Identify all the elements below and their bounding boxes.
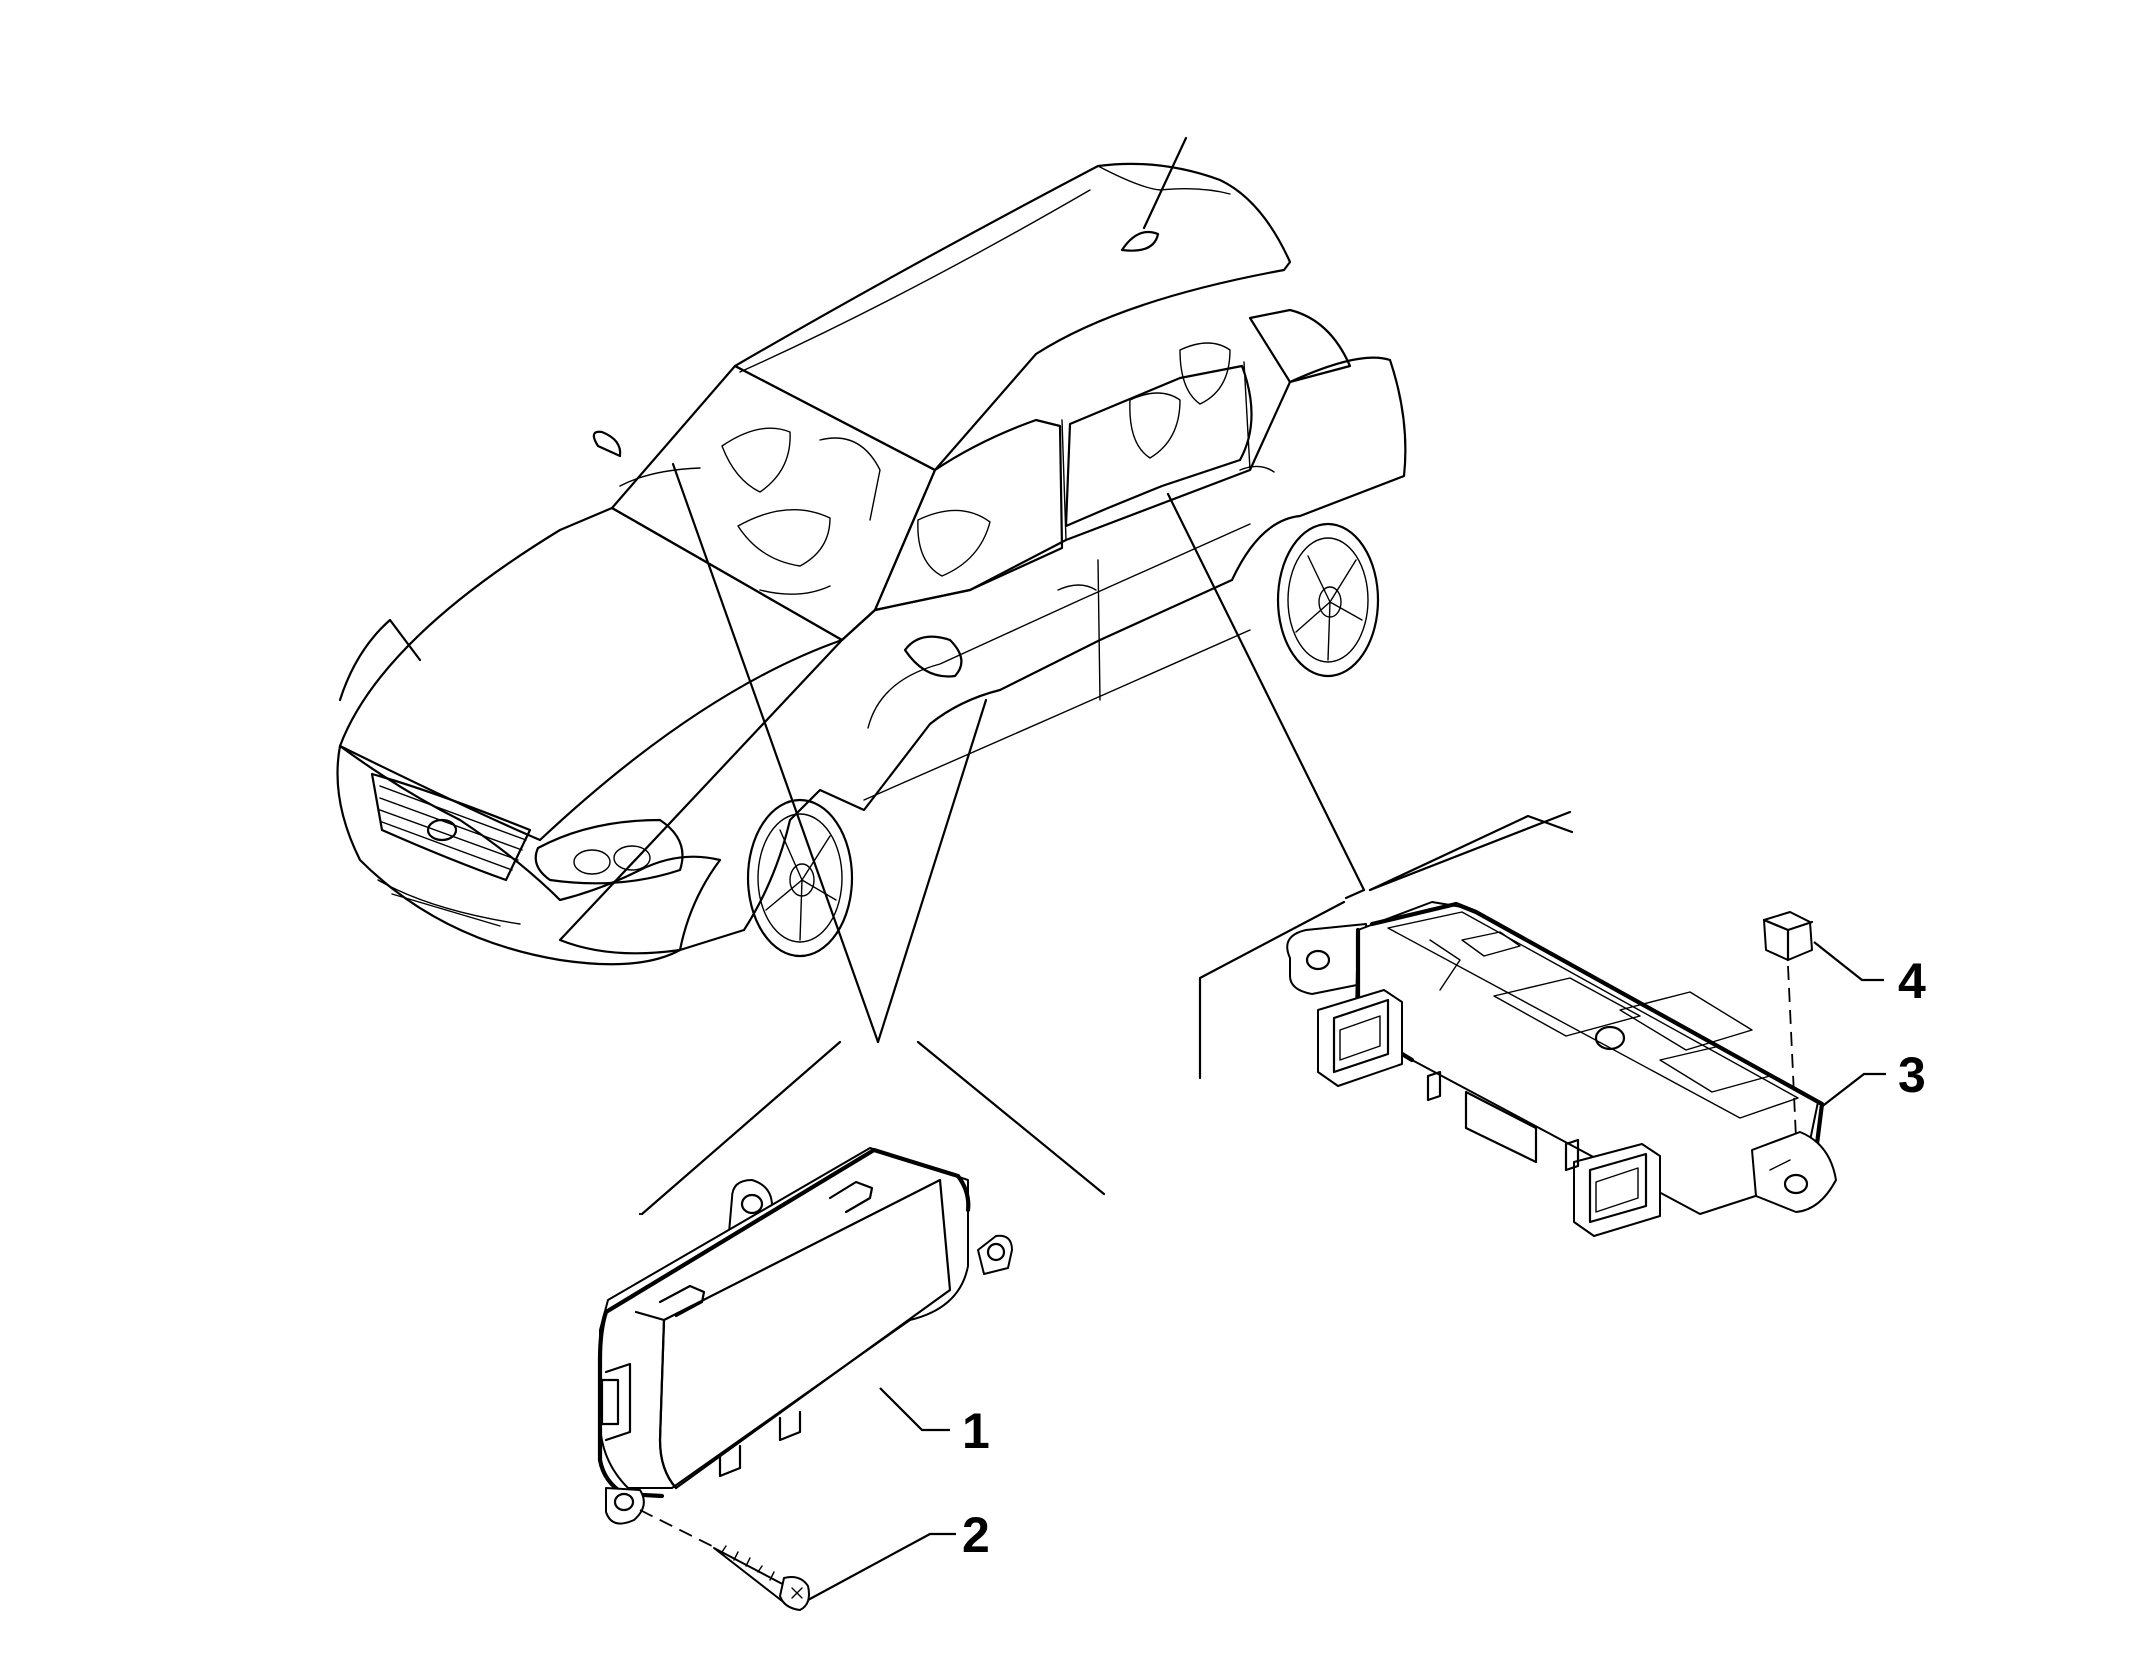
screw-axis <box>639 1509 713 1547</box>
front-wheel <box>746 798 854 958</box>
callout-3: 3 <box>1898 1047 1926 1103</box>
rear-door-window <box>1064 364 1253 528</box>
nut-icon <box>1762 911 1814 962</box>
car-hood <box>338 506 844 842</box>
brand-logo <box>426 818 458 842</box>
callout-2: 2 <box>962 1507 990 1563</box>
rear-quarter-window <box>1248 308 1352 384</box>
control-module-1 <box>597 1147 1013 1525</box>
front-bumper <box>336 744 722 966</box>
car-roof <box>733 162 1292 472</box>
side-mirror <box>903 635 963 678</box>
front-grille <box>370 772 532 882</box>
car-body-side <box>558 356 1407 955</box>
nut-axis <box>1787 965 1797 1139</box>
windshield <box>610 364 937 642</box>
screw-icon <box>713 1545 810 1611</box>
control-module-3 <box>1286 901 1837 1237</box>
antenna-icon <box>1120 136 1188 252</box>
callout-labels: 1 2 3 4 <box>962 953 1926 1563</box>
rear-wheel <box>1276 522 1380 678</box>
location-pointers <box>638 462 1574 1216</box>
car-illustration <box>336 136 1407 966</box>
front-door-window <box>873 418 1064 612</box>
door-handle <box>1057 584 1097 591</box>
callout-1: 1 <box>962 1403 990 1459</box>
callout-leaders <box>807 941 1886 1601</box>
callout-4: 4 <box>1898 953 1926 1009</box>
headlight <box>534 818 684 885</box>
